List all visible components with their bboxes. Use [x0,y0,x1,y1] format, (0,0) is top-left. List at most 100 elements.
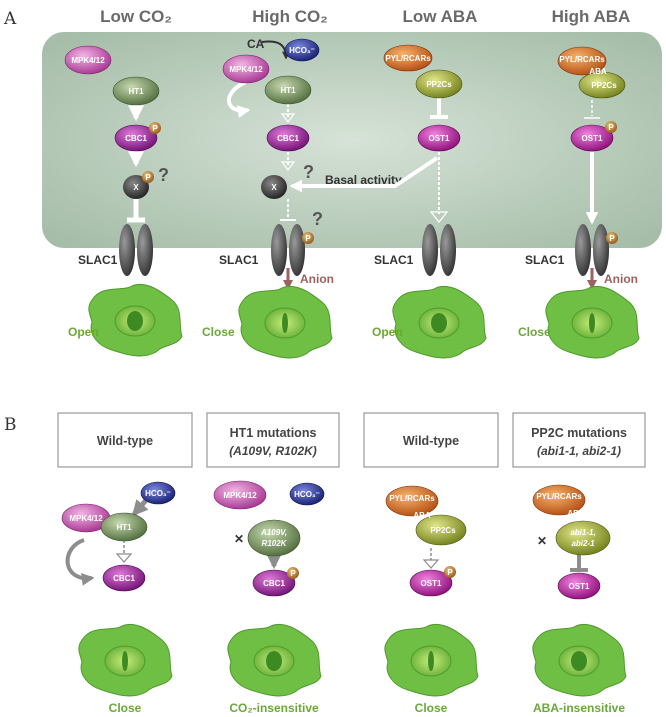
pp2c-mutations-pathway: PYL/RCARs ABA ✕ abi1-1, abi2-1 OST1 ABA-… [532,484,627,715]
svg-text:PP2Cs: PP2Cs [591,81,617,90]
svg-text:MPK4/12: MPK4/12 [69,514,103,523]
result-high-co2: Close [202,325,235,339]
header-high-co2: High CO₂ [252,7,328,26]
slac1-channel [422,224,456,276]
arrow-mpk-ht1-loop [65,538,95,586]
svg-text:OST1: OST1 [569,582,590,591]
stomata-icon [532,624,627,697]
panel-label-a: A [3,9,17,29]
pyl-protein: PYL/RCARs [532,484,586,516]
high-aba-pathway: PYL/RCARs PP2Cs ABA OST1 P P Anion SLAC1… [518,46,640,359]
svg-text:P: P [145,173,151,182]
svg-text:HT1: HT1 [128,87,144,96]
slac1-label: SLAC1 [374,253,414,267]
svg-text:PP2C mutations: PP2C mutations [531,426,627,440]
svg-text:MPK4/12: MPK4/12 [71,56,105,65]
svg-text:CBC1: CBC1 [113,574,135,583]
svg-text:HT1 mutations: HT1 mutations [230,426,317,440]
result-aba-insensitive: ABA-insensitive [533,701,625,715]
arrow-mpk-ht1-loop [227,80,251,118]
anion-label: Anion [300,272,334,286]
cbc1-protein: CBC1 [102,564,146,592]
svg-text:X: X [133,183,139,192]
cell-background [42,32,662,248]
phosphate-icon [287,567,299,579]
pyl-protein: PYL/RCARs [557,46,607,76]
svg-text:CBC1: CBC1 [263,579,285,588]
box-ht1-mutations [206,412,340,468]
svg-text:(abi1-1, abi2-1): (abi1-1, abi2-1) [537,444,621,458]
phosphate-icon [149,122,161,134]
low-aba-pathway: PYL/RCARs PP2Cs OST1 SLAC1 Open [372,44,487,359]
slac1-label: SLAC1 [525,253,565,267]
slac1-channel: P [575,224,618,276]
stomata-icon [545,286,640,359]
ost1-protein: OST1 [417,124,461,152]
aba-label: ABA [413,511,431,520]
stomata-icon [78,624,173,697]
cbc1-protein: CBC1 [266,124,310,152]
svg-text:OST1: OST1 [421,579,442,588]
stomata-icon [384,624,479,697]
pp2c-protein: PP2Cs [415,514,467,546]
svg-text:P: P [290,569,296,578]
svg-text:P: P [305,234,311,243]
svg-text:abi2-1: abi2-1 [571,539,595,548]
svg-text:(A109V, R102K): (A109V, R102K) [229,444,317,458]
result-low-aba: Open [372,325,403,339]
block-x-icon: ✕ [537,534,547,548]
basal-activity-arrow [289,156,439,193]
header-high-aba: High ABA [552,7,631,26]
ht1-mutations-pathway: MPK4/12 HCO₃⁻ ✕ A109V, R102K CBC1 P CO₂-… [213,480,325,715]
phosphate-icon [142,171,154,183]
result-low-co2: Open [68,325,99,339]
svg-text:P: P [152,124,158,133]
question-mark: ? [158,165,169,185]
header-low-aba: Low ABA [403,7,478,26]
box-pp2c-mutations [512,412,646,468]
svg-text:X: X [271,183,277,192]
question-mark: ? [303,162,314,182]
pp2c-protein: PP2Cs [415,69,463,99]
svg-text:PP2Cs: PP2Cs [426,80,452,89]
ost1-protein: OST1 P [409,566,456,597]
stomata-icon [227,624,322,697]
anion-label: Anion [604,272,638,286]
arrow-ca-hco3 [261,40,290,60]
block-x-icon: ✕ [234,532,244,546]
ost1-protein: OST1 P [570,121,617,152]
svg-text:A109V,: A109V, [260,528,287,537]
wild-type-co2-pathway: MPK4/12 HCO₃⁻ HT1 CBC1 Close [61,481,176,715]
aba-label: ABA [567,509,585,518]
svg-text:abi1-1,: abi1-1, [570,528,595,537]
svg-text:PYL/RCARs: PYL/RCARs [559,55,605,64]
svg-text:HCO₃⁻: HCO₃⁻ [294,490,320,499]
svg-text:PYL/RCARs: PYL/RCARs [389,494,435,503]
phosphate-icon [444,566,456,578]
cbc1-protein: CBC1 P [252,567,299,597]
box-wild-type-co2 [57,412,193,468]
svg-text:HT1: HT1 [116,523,132,532]
ca-label: CA [247,37,265,51]
pyl-protein: PYL/RCARs [383,44,433,72]
svg-text:PYL/RCARs: PYL/RCARs [536,492,582,501]
x-protein: X P [123,171,154,199]
svg-text:HCO₃⁻: HCO₃⁻ [145,489,171,498]
svg-text:PYL/RCARs: PYL/RCARs [385,54,431,63]
svg-text:P: P [608,123,614,132]
pyl-protein: PYL/RCARs [385,485,439,517]
svg-text:HT1: HT1 [280,86,296,95]
result-co2-insensitive: CO₂-insensitive [229,701,319,715]
question-mark: ? [312,209,323,229]
high-co2-pathway: CA MPK4/12 HCO₃⁻ HT1 CBC1 X ? ? [202,37,402,359]
phosphate-icon [302,232,314,244]
stomata-icon [88,284,183,357]
slac1-channel [119,224,153,276]
svg-text:PP2Cs: PP2Cs [430,526,456,535]
svg-text:P: P [609,234,615,243]
svg-text:P: P [447,568,453,577]
x-protein: X [261,175,287,199]
basal-activity-label: Basal activity [325,173,402,187]
svg-text:HCO₃⁻: HCO₃⁻ [289,46,315,55]
